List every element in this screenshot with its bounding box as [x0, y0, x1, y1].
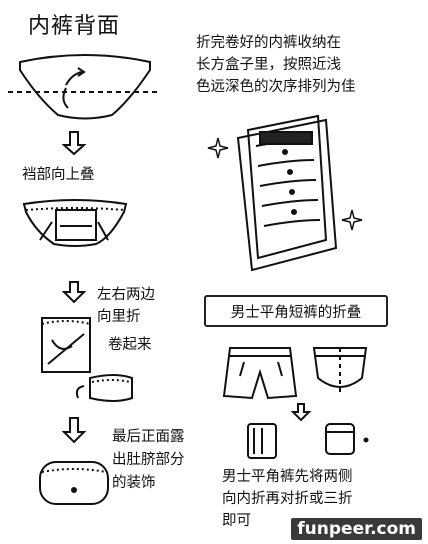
step-sides-fold-label: 左右两边 向里折	[97, 287, 155, 325]
briefs-sides-folded-illustration	[41, 317, 91, 373]
site-watermark: funpeer.com	[291, 518, 422, 540]
boxer-shorts-illustration	[222, 347, 298, 400]
sparkle-icon	[207, 137, 229, 159]
arrow-down-icon	[61, 131, 87, 156]
boxer-folded-illustration	[247, 423, 369, 459]
briefs-crotch-folded-illustration	[22, 199, 128, 247]
step-final-label: 最后正面露 出肚脐部分 的装饰	[112, 429, 185, 491]
sparkle-icon	[341, 209, 363, 231]
arrow-down-icon	[61, 281, 87, 304]
storage-tip-text: 折完卷好的内裤收纳在 长方盒子里，按照近浅 色远深色的次序排列为佳	[196, 35, 356, 95]
briefs-finished-roll-illustration	[39, 461, 109, 505]
boxer-shorts-back-illustration	[312, 347, 368, 392]
step-roll-label: 卷起来	[108, 337, 152, 353]
boxer-tip-text: 男士平角裤先将两侧 向内折再对折或三折 即可	[222, 469, 353, 529]
page-title: 内裤背面	[28, 14, 121, 39]
storage-box-illustration	[236, 114, 338, 272]
briefs-rolled-illustration	[75, 374, 133, 402]
boxer-section-title: 男士平角短裤的折叠	[204, 295, 388, 327]
briefs-back-illustration	[8, 54, 160, 120]
arrow-down-icon	[61, 417, 87, 444]
arrow-down-icon	[290, 403, 312, 422]
step-crotch-fold-label: 裆部向上叠	[22, 167, 95, 183]
